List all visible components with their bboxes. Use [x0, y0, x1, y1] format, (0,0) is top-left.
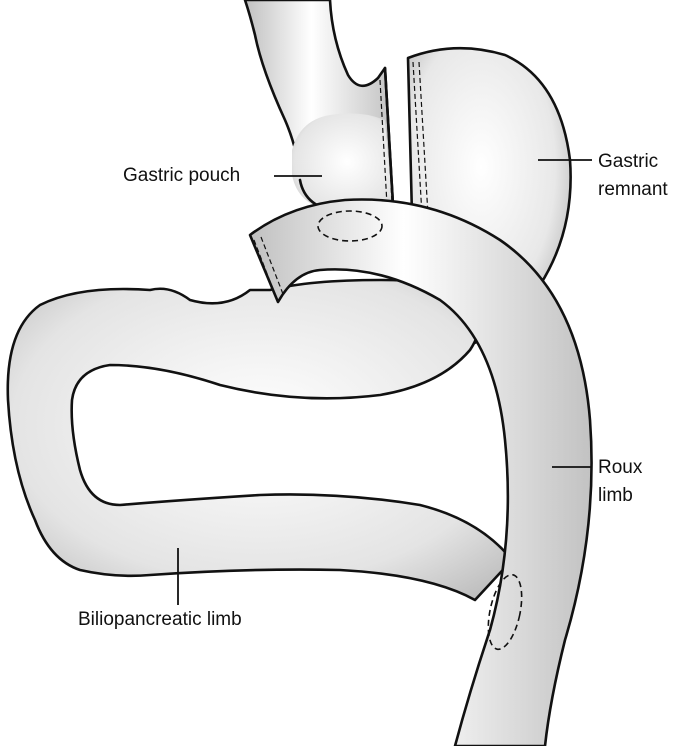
pouch-staple-line [379, 79, 388, 206]
gastric-remnant-label-line2: remnant [598, 179, 668, 200]
remnant-staple-line [412, 61, 423, 216]
roux-limb-label-line1: Roux [598, 457, 643, 478]
gastric-pouch [292, 113, 392, 211]
biliopancreatic-limb [6, 278, 514, 602]
gastric-pouch-label: Gastric pouch [123, 165, 241, 186]
roux-limb-end-2 [260, 236, 284, 295]
remnant-staple-line-2 [418, 61, 429, 216]
roux-limb-label-line2: limb [598, 485, 633, 506]
biliopancreatic-limb-label: Biliopancreatic limb [78, 609, 242, 630]
gastric-remnant-label-line1: Gastric [598, 151, 659, 172]
roux-limb-end [253, 239, 277, 298]
gastrojejunostomy-site [317, 210, 383, 242]
jejunojejunostomy-site [487, 573, 523, 651]
roux-limb [248, 198, 593, 746]
pouch-staple-line-2 [385, 75, 393, 206]
